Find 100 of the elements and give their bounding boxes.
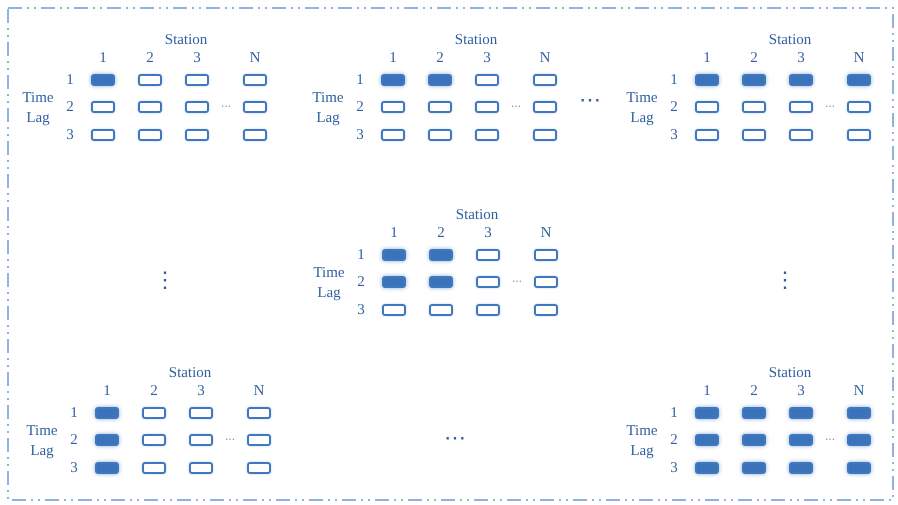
empty-cell xyxy=(789,129,813,141)
ellipsis: ⋯ xyxy=(579,86,601,114)
column-number: 3 xyxy=(797,382,805,401)
column-number: N xyxy=(254,382,264,401)
empty-cell xyxy=(189,434,213,446)
filled-cell xyxy=(695,74,719,86)
filled-cell xyxy=(91,74,115,86)
row-number: 3 xyxy=(670,458,678,478)
column-number: 3 xyxy=(483,48,491,68)
empty-cell xyxy=(91,129,115,141)
empty-cell xyxy=(742,129,766,141)
filled-cell xyxy=(847,74,871,86)
empty-cell xyxy=(428,101,452,113)
ellipsis: ··· xyxy=(825,100,835,114)
filled-cell xyxy=(742,434,766,446)
empty-cell xyxy=(475,74,499,86)
axis-title: Station xyxy=(164,30,208,50)
axis-title: Station xyxy=(168,364,212,383)
filled-cell xyxy=(428,74,452,86)
empty-cell xyxy=(142,407,166,419)
empty-cell xyxy=(185,101,209,113)
empty-cell xyxy=(475,101,499,113)
empty-cell xyxy=(247,434,271,446)
empty-cell xyxy=(189,407,213,419)
axis-title: Time Lag xyxy=(625,422,659,461)
filled-cell xyxy=(695,407,719,419)
filled-cell xyxy=(742,74,766,86)
column-number: 2 xyxy=(436,48,444,68)
column-number: N xyxy=(854,382,864,401)
empty-cell xyxy=(428,129,452,141)
empty-cell xyxy=(789,101,813,113)
ellipsis: ⋮ xyxy=(154,266,176,294)
empty-cell xyxy=(429,304,453,316)
column-number: 3 xyxy=(797,48,805,68)
empty-cell xyxy=(138,101,162,113)
row-number: 3 xyxy=(356,126,364,145)
ellipsis: ··· xyxy=(511,100,521,114)
row-number: 3 xyxy=(70,458,78,478)
column-number: N xyxy=(540,48,550,68)
empty-cell xyxy=(534,249,558,261)
row-number: 1 xyxy=(357,246,365,265)
row-number: 2 xyxy=(356,98,364,117)
row-number: 3 xyxy=(670,126,678,145)
filled-cell xyxy=(789,74,813,86)
filled-cell xyxy=(789,434,813,446)
filled-cell xyxy=(847,407,871,419)
empty-cell xyxy=(247,407,271,419)
ellipsis: ⋯ xyxy=(444,424,466,452)
filled-cell xyxy=(789,407,813,419)
filled-cell xyxy=(382,276,406,288)
filled-cell xyxy=(429,276,453,288)
column-number: 2 xyxy=(146,48,154,68)
row-number: 2 xyxy=(66,98,74,117)
empty-cell xyxy=(847,129,871,141)
column-number: 1 xyxy=(99,48,107,68)
empty-cell xyxy=(382,304,406,316)
empty-cell xyxy=(476,304,500,316)
filled-cell xyxy=(847,462,871,474)
filled-cell xyxy=(695,434,719,446)
row-number: 2 xyxy=(670,430,678,450)
filled-cell xyxy=(847,434,871,446)
column-number: 3 xyxy=(197,382,205,401)
empty-cell xyxy=(142,462,166,474)
empty-cell xyxy=(476,276,500,288)
filled-cell xyxy=(381,74,405,86)
axis-title: Station xyxy=(456,206,498,225)
column-number: 1 xyxy=(703,48,711,68)
column-number: 3 xyxy=(193,48,201,68)
filled-cell xyxy=(382,249,406,261)
column-number: 2 xyxy=(437,224,445,243)
axis-title: Station xyxy=(768,364,812,383)
ellipsis: ··· xyxy=(512,275,522,289)
empty-cell xyxy=(91,101,115,113)
column-number: 1 xyxy=(390,224,398,243)
filled-cell xyxy=(742,407,766,419)
empty-cell xyxy=(243,101,267,113)
empty-cell xyxy=(533,101,557,113)
filled-cell xyxy=(695,462,719,474)
row-number: 1 xyxy=(670,404,678,423)
filled-cell xyxy=(429,249,453,261)
column-number: N xyxy=(540,224,552,243)
empty-cell xyxy=(381,101,405,113)
empty-cell xyxy=(534,276,558,288)
ellipsis: ··· xyxy=(221,100,231,114)
filled-cell xyxy=(789,462,813,474)
axis-title: Time Lag xyxy=(25,422,59,461)
row-number: 1 xyxy=(66,70,74,90)
ellipsis: ··· xyxy=(225,433,235,447)
empty-cell xyxy=(695,129,719,141)
empty-cell xyxy=(476,249,500,261)
frame-border xyxy=(8,8,893,500)
empty-cell xyxy=(533,129,557,141)
column-number: 3 xyxy=(484,224,492,243)
empty-cell xyxy=(695,101,719,113)
empty-cell xyxy=(847,101,871,113)
empty-cell xyxy=(243,74,267,86)
column-number: N xyxy=(250,48,260,68)
filled-cell xyxy=(95,462,119,474)
column-number: 1 xyxy=(389,48,397,68)
empty-cell xyxy=(142,434,166,446)
